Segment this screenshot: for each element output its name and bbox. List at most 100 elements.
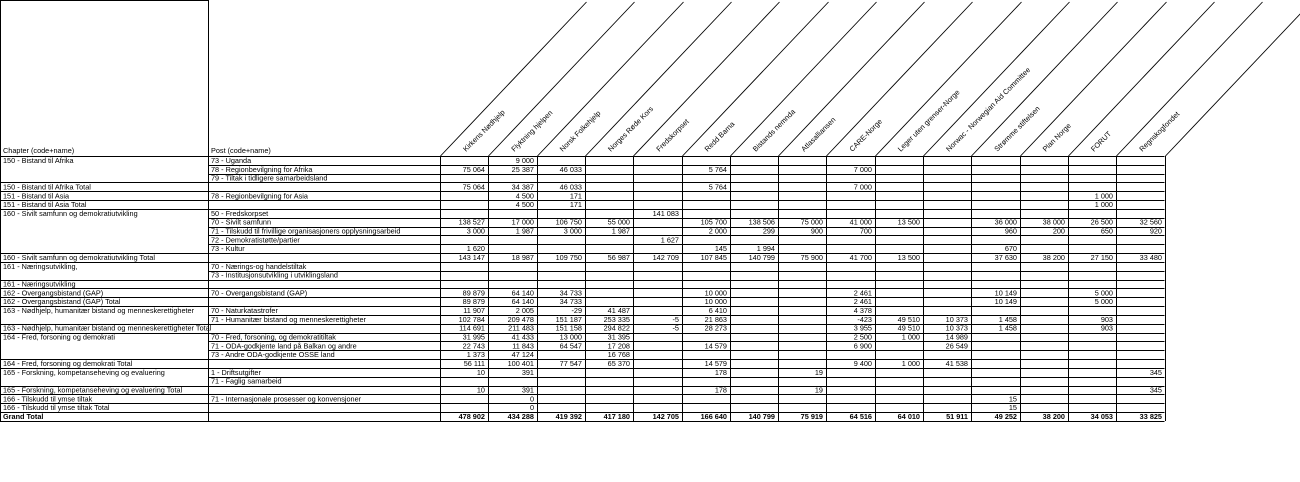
post-cell: 70 - Nærings-og handelstiltak: [211, 262, 307, 271]
value-cell: 32 560: [1140, 218, 1162, 227]
value-cell: 22 743: [463, 341, 485, 350]
post-cell: 50 - Fredskorpset: [211, 209, 268, 218]
value-cell: 34 733: [560, 288, 582, 297]
value-cell: 13 500: [898, 218, 920, 227]
header-diagonal: [537, 1, 684, 157]
post-cell: 70 - Overgangsbistand (GAP): [211, 288, 307, 297]
table-row: 162 - Overgangsbistand (GAP) 70 - Overgan…: [3, 288, 1113, 297]
value-cell: 0: [530, 403, 534, 412]
header-diagonal: [1165, 13, 1300, 157]
value-cell: 75 064: [463, 165, 485, 174]
value-cell: 75 064: [463, 182, 485, 191]
value-cell: 28 273: [705, 324, 727, 333]
value-cell: 33 825: [1140, 412, 1162, 421]
post-cell: 71 - Humanitær bistand og menneskerettig…: [211, 315, 367, 324]
chapter-cell: 162 - Overgangsbistand (GAP): [3, 288, 103, 297]
value-cell: 41 433: [512, 333, 534, 342]
value-cell: 2 461: [854, 297, 872, 306]
chapter-cell: 163 - Nødhjelp, humanitær bistand og men…: [3, 306, 195, 315]
value-cell: 14 579: [705, 341, 727, 350]
value-cell: 49 510: [898, 315, 920, 324]
value-cell: 3 000: [564, 227, 582, 236]
value-cell: 1 000: [902, 359, 920, 368]
value-cell: 9 400: [854, 359, 872, 368]
value-cell: 171: [570, 200, 582, 209]
value-cell: 151 187: [556, 315, 582, 324]
value-cell: 141 083: [653, 209, 679, 218]
value-cell: 3 000: [467, 227, 485, 236]
value-cell: 2 500: [854, 333, 872, 342]
table-row: 71 - Tilskudd til frivillige organisasjo…: [211, 227, 1162, 236]
value-cell: 2 005: [516, 306, 534, 315]
value-cell: 700: [860, 227, 872, 236]
chapter-cell: Grand Total: [3, 412, 43, 421]
value-cell: 19: [815, 386, 823, 395]
post-header: Post (code+name): [211, 146, 271, 155]
header-diagonal: [488, 1, 635, 157]
chapter-cell: 164 - Fred, forsoning og demokrati Total: [3, 359, 133, 368]
table-row: 160 - Sivilt samfunn og demokratiutvikli…: [3, 253, 1162, 262]
org-header: Norges Røde Kors: [606, 104, 655, 153]
value-cell: 114 691: [459, 324, 485, 333]
value-cell: 41 487: [608, 306, 630, 315]
value-cell: -5: [673, 324, 680, 333]
value-cell: 64 516: [850, 412, 872, 421]
value-cell: 9 000: [516, 156, 534, 165]
value-cell: 10 149: [995, 297, 1017, 306]
post-cell: 71 - Tilskudd til frivillige organisasjo…: [211, 227, 400, 236]
chapter-cell: 160 - Sivilt samfunn og demokratiutvikli…: [3, 253, 155, 262]
value-cell: 49 510: [898, 324, 920, 333]
value-cell: 31 995: [463, 333, 485, 342]
value-cell: 142 709: [653, 253, 679, 262]
value-cell: 4 378: [854, 306, 872, 315]
value-cell: 106 750: [556, 218, 582, 227]
value-cell: 920: [1150, 227, 1162, 236]
table-row: 73 - Institusjonsutvikling i utviklingsl…: [211, 271, 338, 280]
table-row: 165 - Forskning, kompetanseheving og eva…: [3, 368, 1162, 377]
value-cell: -5: [673, 315, 680, 324]
value-cell: 75 900: [801, 253, 823, 262]
value-cell: 140 799: [749, 253, 775, 262]
value-cell: 18 987: [512, 253, 534, 262]
chapter-cell: 164 - Fred, forsoning og demokrati: [3, 333, 115, 342]
value-cell: 64 547: [560, 341, 582, 350]
value-cell: 345: [1150, 368, 1162, 377]
post-cell: 1 - Driftsutgifter: [211, 368, 261, 377]
post-cell: 71 - Faglig samarbeid: [211, 377, 282, 386]
value-cell: 5 764: [709, 182, 727, 191]
value-cell: 1 373: [467, 350, 485, 359]
value-cell: 56 987: [608, 253, 630, 262]
post-cell: 73 - Uganda: [211, 156, 252, 165]
value-cell: 37 630: [995, 253, 1017, 262]
post-cell: 73 - Institusjonsutvikling i utviklingsl…: [211, 271, 338, 280]
value-cell: 253 335: [604, 315, 630, 324]
table-row: 165 - Forskning, kompetanseheving og eva…: [3, 386, 1162, 395]
value-cell: 64 140: [512, 288, 534, 297]
value-cell: 26 549: [946, 341, 968, 350]
chapter-cell: 163 - Nødhjelp, humanitær bistand og men…: [3, 324, 212, 333]
value-cell: 419 392: [556, 412, 582, 421]
value-cell: 10: [477, 386, 485, 395]
table-row: 163 - Nødhjelp, humanitær bistand og men…: [3, 324, 1113, 333]
table-row: 71 - Faglig samarbeid: [211, 377, 282, 386]
org-header: Strømme stiftelsen: [992, 104, 1041, 153]
table-row: 161 - Næringsutvikling,70 - Nærings-og h…: [3, 262, 307, 271]
org-header: CARE-Norge: [847, 117, 883, 153]
value-cell: 1 627: [661, 235, 679, 244]
value-cell: 109 750: [556, 253, 582, 262]
value-cell: 11 843: [512, 341, 534, 350]
post-cell: 78 - Regionbevilgning for Asia: [211, 191, 309, 200]
value-cell: 670: [1005, 244, 1017, 253]
value-cell: 1 458: [999, 315, 1017, 324]
header-diagonal: [585, 1, 732, 157]
value-cell: 478 902: [459, 412, 485, 421]
value-cell: 31 395: [608, 333, 630, 342]
chapter-cell: 150 - Bistand til Afrika Total: [3, 182, 91, 191]
value-cell: 178: [715, 386, 727, 395]
value-cell: 2 461: [854, 288, 872, 297]
value-cell: 166 640: [701, 412, 727, 421]
